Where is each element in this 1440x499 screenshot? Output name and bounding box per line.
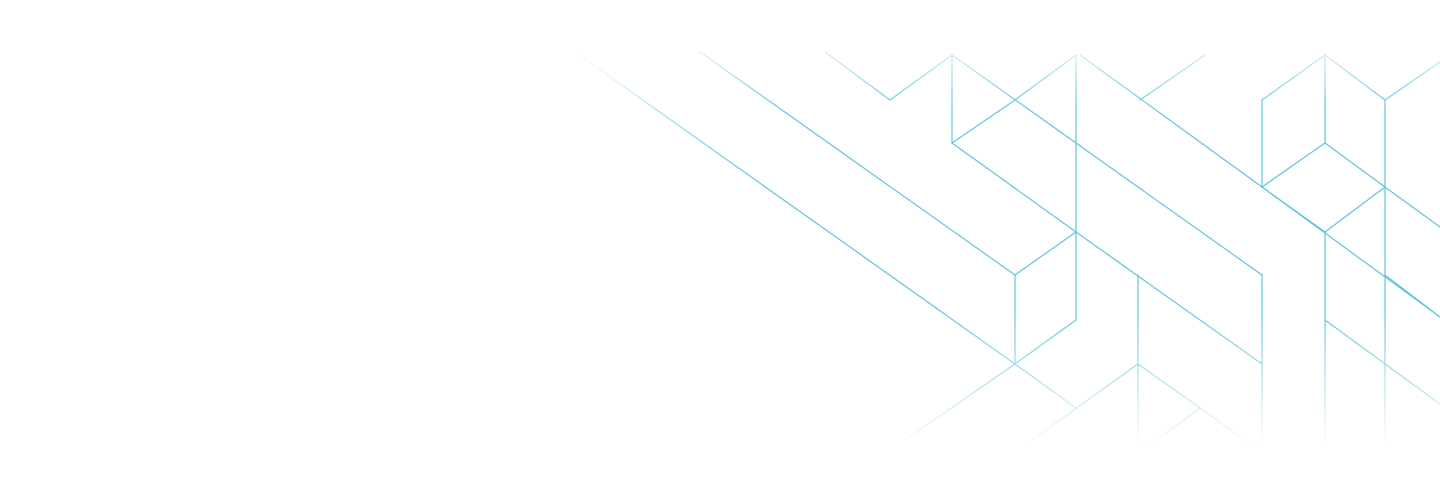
pattern-line [1261, 186, 1326, 233]
pattern-line [1324, 142, 1386, 188]
pattern-line [1324, 54, 1386, 101]
pattern-line [951, 99, 1016, 144]
pattern-line [824, 51, 891, 101]
pattern-line [1014, 363, 1077, 409]
pattern-line [1384, 61, 1440, 101]
pattern-line [1014, 54, 1077, 101]
pattern-line [951, 142, 1077, 233]
pattern-line [1384, 186, 1440, 228]
pattern-lines [574, 51, 1440, 453]
pattern-line [1139, 54, 1206, 101]
pattern-line [904, 363, 1016, 441]
pattern-line [699, 51, 1016, 276]
pattern-line [1384, 274, 1440, 318]
pattern-line [1149, 407, 1201, 446]
pattern-line [1261, 54, 1326, 101]
pattern-line [1079, 54, 1263, 188]
pattern-line [1075, 231, 1263, 365]
pattern-line [889, 54, 953, 101]
pattern-line [1024, 363, 1139, 446]
pattern-line [1324, 186, 1386, 233]
pattern-line [951, 54, 1263, 276]
pattern-line [1261, 142, 1326, 188]
pattern-line [1384, 363, 1440, 405]
pattern-line [1014, 319, 1077, 365]
pattern-line [574, 51, 1016, 365]
pattern-line [1014, 231, 1077, 276]
